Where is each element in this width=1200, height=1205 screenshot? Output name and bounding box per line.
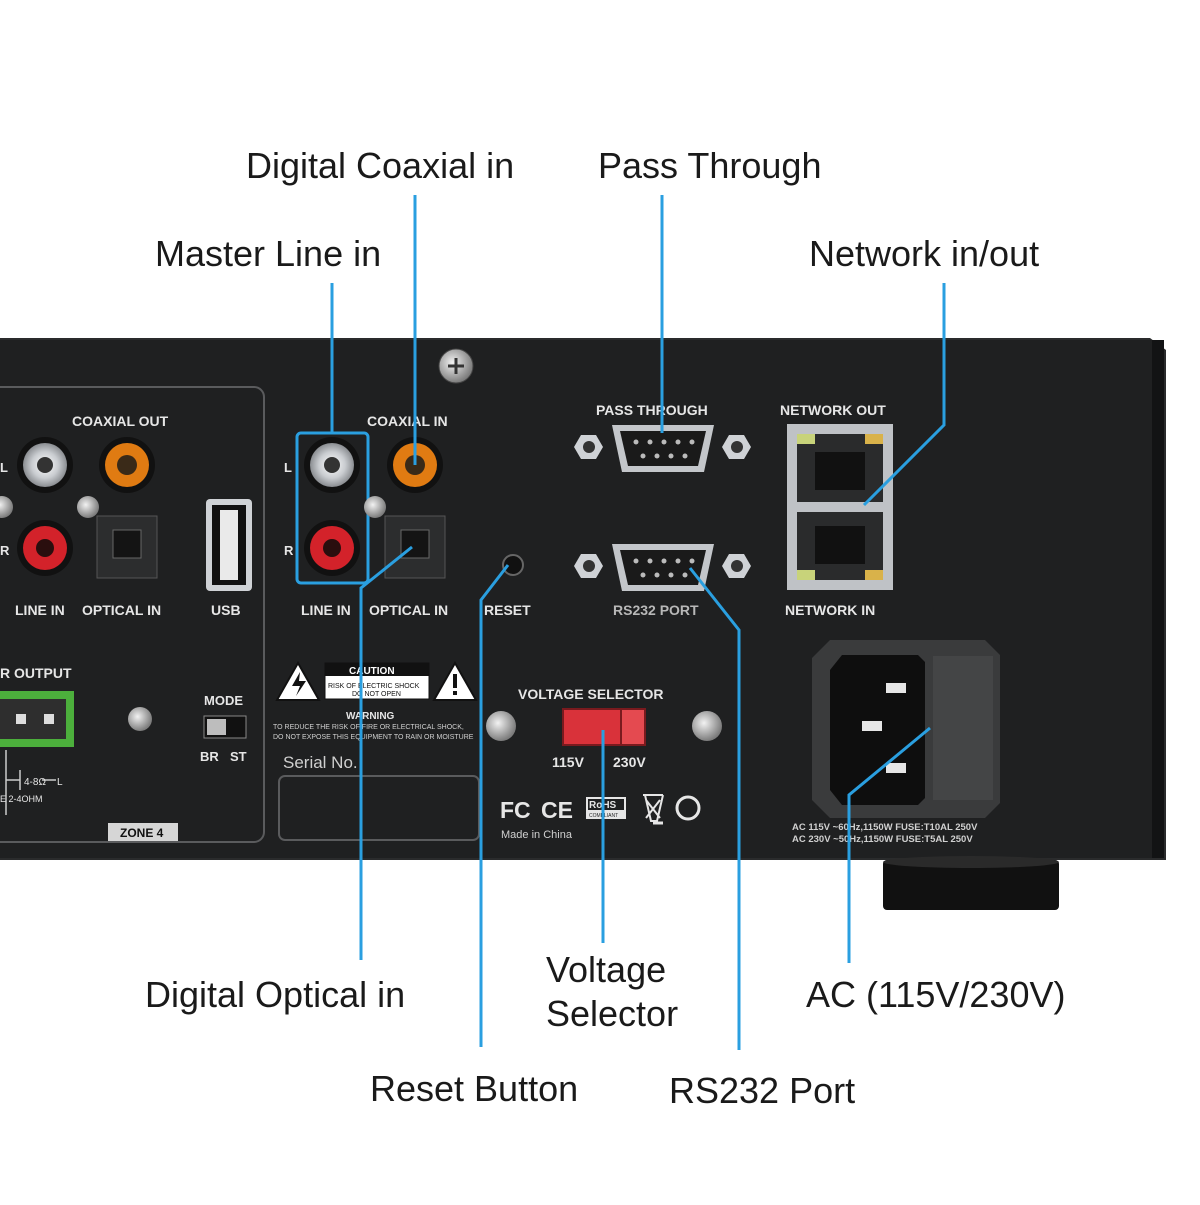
rubber-foot bbox=[883, 860, 1059, 910]
callout-master-line-in: Master Line in bbox=[155, 233, 382, 274]
warning-title: WARNING bbox=[346, 711, 395, 722]
label-optical-in-left: OPTICAL IN bbox=[82, 602, 161, 618]
label-usb: USB bbox=[211, 602, 241, 618]
callout-voltage-selector: Voltage Selector bbox=[546, 948, 678, 1036]
ac-inlet bbox=[812, 640, 1000, 818]
callout-ac: AC (115V/230V) bbox=[806, 974, 1066, 1015]
vs-screw-left bbox=[486, 711, 516, 741]
line-ac bbox=[847, 726, 931, 963]
label-network-in: NETWORK IN bbox=[785, 602, 875, 618]
label-230v: 230V bbox=[613, 754, 646, 770]
serial-label: Serial No. bbox=[283, 753, 358, 772]
rca-left-white bbox=[17, 437, 73, 493]
caution-title: CAUTION bbox=[349, 666, 395, 677]
label-ohm-l: L bbox=[57, 777, 63, 788]
optical-in-left bbox=[96, 515, 158, 579]
zone-badge bbox=[108, 823, 178, 841]
label-zone: ZONE 4 bbox=[120, 826, 164, 840]
label-line-in-left: LINE IN bbox=[15, 602, 65, 618]
chassis-side bbox=[1152, 340, 1164, 858]
warning-line-2: DO NOT EXPOSE THIS EQUIPMENT TO RAIN OR … bbox=[273, 734, 474, 741]
label-r: R bbox=[284, 543, 294, 558]
callout-lines bbox=[330, 195, 946, 1050]
label-l-left: L bbox=[0, 460, 8, 475]
label-mode: MODE bbox=[204, 693, 243, 708]
caution-line-1: RISK OF ELECTRIC SHOCK bbox=[328, 683, 420, 690]
label-l: L bbox=[284, 460, 292, 475]
callout-voltage-line-2: Selector bbox=[546, 993, 679, 1034]
label-voltage-selector: VOLTAGE SELECTOR bbox=[518, 686, 663, 702]
callout-pass-through: Pass Through bbox=[598, 145, 822, 186]
line-network bbox=[862, 283, 946, 507]
callout-digital-optical-in: Digital Optical in bbox=[145, 974, 406, 1015]
callout-rs232-port: RS232 Port bbox=[669, 1070, 856, 1111]
callout-digital-coaxial-in: Digital Coaxial in bbox=[246, 145, 515, 186]
label-ohm-1: 4-8Ω bbox=[24, 777, 46, 788]
label-reset: RESET bbox=[484, 602, 531, 618]
label-optical-in-right: OPTICAL IN bbox=[369, 602, 448, 618]
callout-reset-button: Reset Button bbox=[370, 1068, 579, 1109]
cert-icons bbox=[586, 794, 701, 825]
ce-logo: CE bbox=[541, 797, 573, 823]
caution-line-2: DO NOT OPEN bbox=[352, 691, 401, 698]
label-coaxial-out: COAXIAL OUT bbox=[72, 413, 169, 429]
label-r-left: R bbox=[0, 543, 10, 558]
line-rs232 bbox=[688, 567, 741, 1050]
callout-network-in-out: Network in/out bbox=[809, 233, 1040, 274]
pass-through-port bbox=[574, 425, 751, 472]
ac-rating-2: AC 230V ~50Hz,1150W FUSE:T5AL 250V bbox=[792, 834, 973, 845]
label-network-out: NETWORK OUT bbox=[780, 402, 886, 418]
warning-line-1: TO REDUCE THE RISK OF FIRE OR ELECTRICAL… bbox=[273, 724, 464, 731]
optical-in-main bbox=[384, 515, 446, 579]
network-ports bbox=[787, 424, 893, 590]
label-br: BR bbox=[200, 749, 219, 764]
usb-port bbox=[206, 499, 252, 591]
rs232-port-connector bbox=[574, 544, 751, 591]
ac-rating-1: AC 115V ~60Hz,1150W FUSE:T10AL 250V bbox=[792, 822, 978, 833]
label-pass-through: PASS THROUGH bbox=[596, 402, 708, 418]
label-coaxial-in: COAXIAL IN bbox=[367, 413, 448, 429]
label-115v: 115V bbox=[552, 754, 585, 770]
label-rs232: RS232 PORT bbox=[613, 602, 699, 618]
label-speaker-output: R OUTPUT bbox=[0, 665, 72, 681]
serial-box bbox=[278, 775, 480, 841]
vs-screw-right bbox=[692, 711, 722, 741]
rca-line-in-r bbox=[304, 520, 360, 576]
reset-hole bbox=[502, 554, 524, 576]
rca-coax-out bbox=[99, 437, 155, 493]
rca-left-red bbox=[17, 520, 73, 576]
line-reset bbox=[479, 564, 510, 1047]
made-in: Made in China bbox=[501, 829, 573, 841]
warning-labels bbox=[275, 660, 478, 701]
label-st: ST bbox=[230, 749, 247, 764]
label-ohm-2: E 2-4OHM bbox=[0, 794, 43, 804]
zone-panel bbox=[0, 386, 265, 843]
line-optical bbox=[359, 545, 413, 960]
fc-logo: FC bbox=[500, 797, 531, 823]
rca-line-in-l bbox=[304, 437, 360, 493]
callout-voltage-line-1: Voltage bbox=[546, 949, 667, 990]
label-line-in-right: LINE IN bbox=[301, 602, 351, 618]
